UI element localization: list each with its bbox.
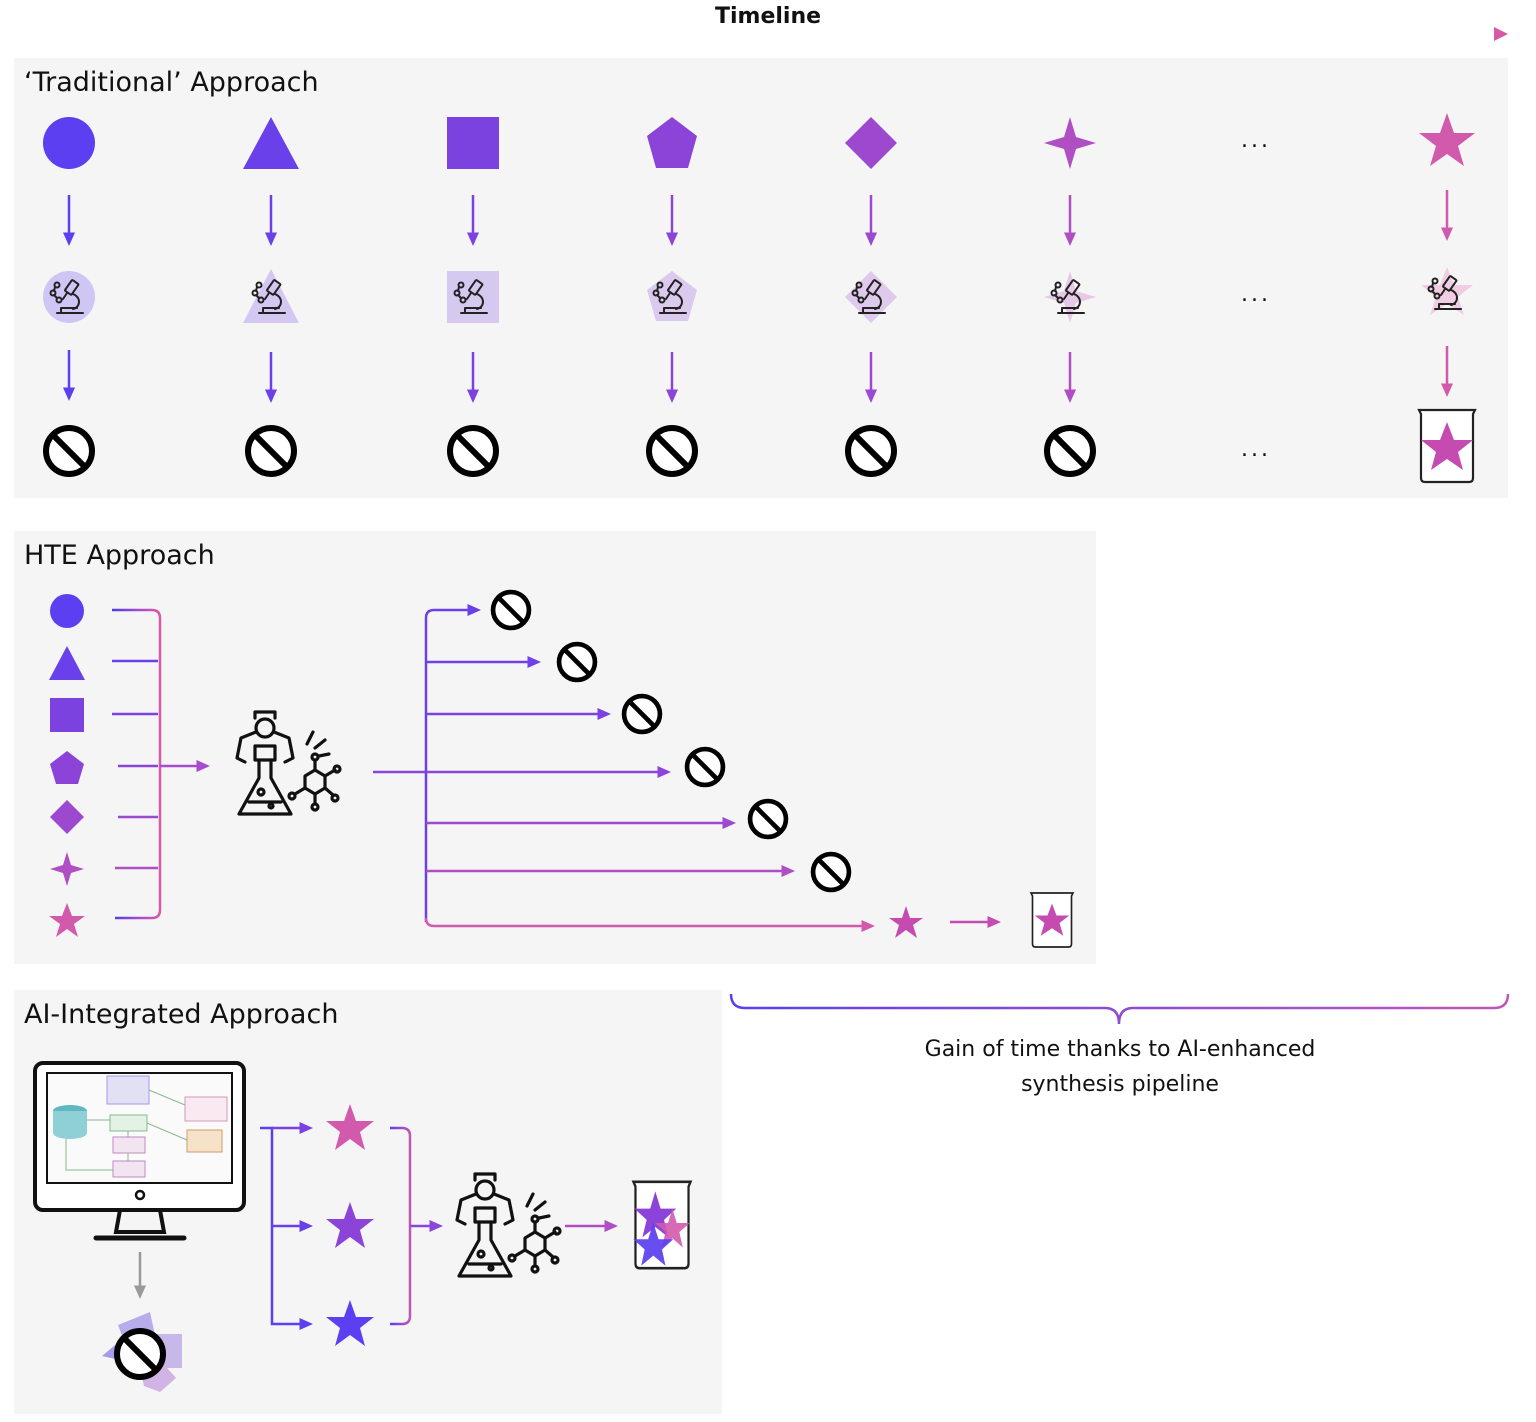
ellipsis-shapes: ... — [1241, 128, 1271, 153]
pentagon-icon — [647, 117, 697, 168]
hte-output-fan — [373, 604, 875, 932]
star-icon — [1419, 113, 1475, 166]
section-title-ai: AI-Integrated Approach — [24, 999, 339, 1030]
gain-brace — [729, 993, 1510, 1025]
star-icon — [326, 1202, 374, 1248]
microscope-icon — [1044, 271, 1096, 323]
star-icon — [49, 903, 85, 937]
four-point-star-icon — [50, 852, 84, 886]
square-icon — [50, 698, 84, 732]
no-entry-icon — [848, 428, 894, 474]
no-entry-icon — [813, 854, 849, 890]
no-entry-icon — [248, 428, 294, 474]
no-entry-icon — [450, 428, 496, 474]
four-point-star-icon — [1044, 117, 1096, 169]
no-entry-icon — [46, 428, 92, 474]
traditional-outcomes — [46, 408, 1477, 484]
traditional-arrows-upper — [63, 190, 1453, 246]
gain-caption-line-1: Gain of time thanks to AI-enhanced — [924, 1037, 1316, 1062]
hte-outcomes — [493, 592, 1074, 948]
ai-candidates — [326, 1104, 374, 1346]
traditional-arrows-lower — [63, 346, 1453, 403]
diamond-icon — [845, 117, 897, 169]
microscope-icon — [243, 269, 299, 323]
microscope-icon — [43, 271, 95, 323]
section-title-hte: HTE Approach — [24, 540, 215, 571]
hte-panel — [14, 531, 1096, 964]
no-entry-icon — [624, 696, 660, 732]
ellipsis-outcomes: ... — [1241, 437, 1271, 462]
hte-candidates — [49, 594, 85, 937]
ai-merge-bracket — [390, 1126, 443, 1326]
ellipsis-tests: ... — [1241, 282, 1271, 307]
star-icon — [326, 1300, 374, 1346]
gain-caption: Gain of time thanks to AI-enhanced synth… — [880, 1032, 1360, 1102]
star-icon — [889, 906, 923, 938]
no-entry-icon — [117, 1331, 163, 1377]
beaker-icon — [1417, 408, 1477, 484]
star-icon — [326, 1104, 374, 1150]
no-entry-icon — [687, 749, 723, 785]
pentagon-icon — [50, 751, 84, 784]
traditional-tests — [43, 267, 1473, 323]
circle-icon — [43, 117, 95, 169]
traditional-candidates — [43, 113, 1475, 169]
computer-monitor-icon — [33, 1061, 246, 1241]
gain-caption-line-2: synthesis pipeline — [1021, 1072, 1219, 1097]
square-icon — [447, 117, 499, 169]
diamond-icon — [50, 800, 84, 834]
microscope-icon — [647, 271, 697, 321]
microscope-icon — [447, 271, 499, 323]
section-title-traditional: ‘Traditional’ Approach — [24, 67, 319, 98]
timeline-label: Timeline — [714, 4, 822, 29]
no-entry-icon — [750, 801, 786, 837]
microscope-icon — [1421, 267, 1473, 315]
timeline — [14, 27, 1508, 41]
triangle-icon — [243, 117, 299, 169]
no-entry-icon — [493, 592, 529, 628]
microscope-icon — [845, 271, 897, 323]
circle-icon — [50, 594, 84, 628]
beaker-icon — [1030, 892, 1074, 948]
discarded-candidates — [102, 1312, 182, 1392]
traditional-panel — [14, 58, 1508, 498]
no-entry-icon — [559, 644, 595, 680]
triangle-icon — [49, 646, 85, 680]
ai-candidate-fan — [260, 1122, 313, 1330]
no-entry-icon — [649, 428, 695, 474]
no-entry-icon — [1047, 428, 1093, 474]
beaker-icon — [632, 1180, 692, 1270]
hte-input-bracket — [112, 608, 210, 920]
